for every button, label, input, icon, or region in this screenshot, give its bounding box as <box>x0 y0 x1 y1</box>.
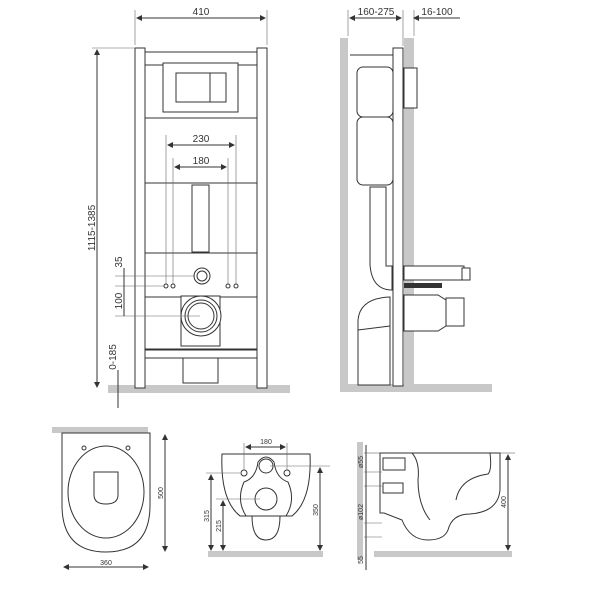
label-360: 360 <box>100 560 112 567</box>
drain-bend <box>357 296 391 386</box>
frame-front-view: 410 1115-1385 230 180 35 100 0-185 <box>87 7 290 408</box>
wall <box>52 427 148 433</box>
inlet-connector <box>403 265 465 281</box>
bowl-top-view: 500 360 <box>52 427 168 570</box>
label-height: 1115-1385 <box>87 204 98 251</box>
label-500: 500 <box>158 487 165 499</box>
label-100: 100 <box>114 292 125 309</box>
bowl-opening <box>93 471 119 505</box>
label-230: 230 <box>193 134 210 145</box>
seat-rim <box>67 445 145 539</box>
front-wall <box>404 38 414 386</box>
floor <box>340 384 492 392</box>
wall <box>357 442 363 560</box>
frame-post-right <box>256 47 268 389</box>
flush-pipe-side <box>369 186 393 291</box>
drain-spigot <box>382 482 404 494</box>
bolt-hole <box>240 469 248 477</box>
label-o55: ø55 <box>358 456 365 468</box>
water-inlet-spigot <box>382 457 406 471</box>
label-0-185: 0-185 <box>108 344 119 370</box>
bolt-hole <box>170 283 176 289</box>
label-180: 180 <box>260 439 272 446</box>
bowl-inner-curve <box>411 452 431 521</box>
flush-pipe <box>191 184 210 253</box>
drain-connector <box>403 294 447 332</box>
bowl-side-outline <box>379 452 501 541</box>
cistern-lower <box>356 116 394 186</box>
floor <box>208 551 323 557</box>
label-410: 410 <box>193 7 210 18</box>
bowl-rear-view: 180 315 215 350 <box>204 439 330 557</box>
lower-crossbar <box>144 252 258 298</box>
label-350: 350 <box>313 504 320 516</box>
bolt-hole <box>233 283 239 289</box>
label-180: 180 <box>193 156 210 167</box>
flush-plate <box>162 62 239 113</box>
bolt-hole <box>225 283 231 289</box>
flush-plate-side <box>403 67 418 109</box>
frame-post-left <box>134 47 146 389</box>
label-315: 315 <box>204 510 211 522</box>
seat-hinge-hole <box>81 445 87 451</box>
back-wall <box>340 38 348 390</box>
threaded-rods <box>404 283 442 288</box>
water-inlet <box>193 267 211 285</box>
label-215: 215 <box>216 520 223 532</box>
seat-hinge-hole <box>125 445 131 451</box>
drain-sleeve <box>445 297 465 327</box>
floor <box>108 385 290 393</box>
label-o102: ø102 <box>358 504 365 520</box>
bowl-side-view: ø55 ø102 55 400 <box>357 442 515 570</box>
label-55: 55 <box>358 556 365 564</box>
cistern-upper <box>356 66 394 118</box>
label-160-275: 160-275 <box>358 7 395 18</box>
label-16-100: 16-100 <box>421 7 453 18</box>
bolt-hole <box>283 469 291 477</box>
floor <box>374 551 512 557</box>
frame-post <box>392 47 404 387</box>
bowl-outline <box>61 432 151 553</box>
drain-pipe <box>182 357 219 384</box>
label-35: 35 <box>114 256 125 268</box>
label-400: 400 <box>501 496 508 508</box>
frame-side-view: 160-275 16-100 <box>340 7 492 392</box>
